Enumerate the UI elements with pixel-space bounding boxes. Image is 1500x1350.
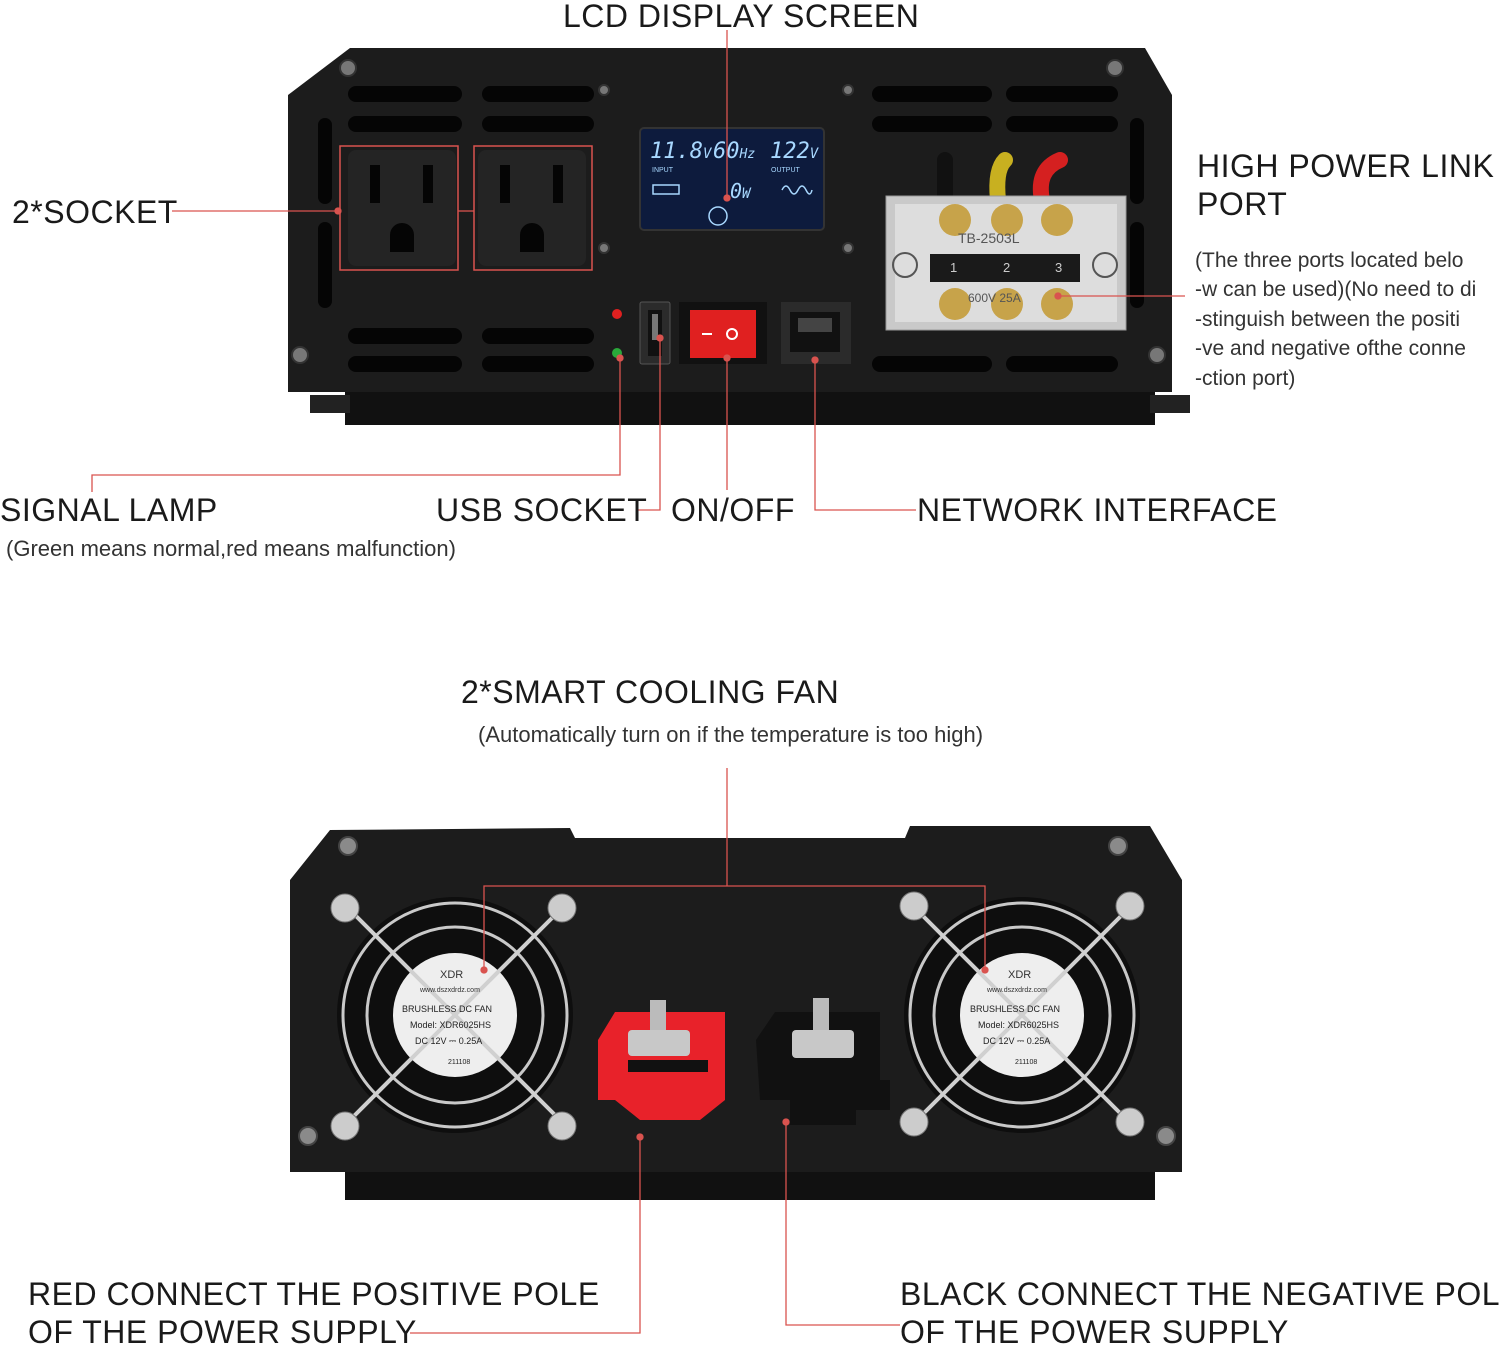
lcd-input-voltage: 11.8 — [650, 139, 703, 164]
front-leader-lines — [91, 30, 1185, 511]
screw — [598, 242, 610, 254]
screw — [298, 1126, 318, 1146]
label-signal-lamp-note: (Green means normal,red means malfunctio… — [6, 536, 456, 561]
label-usb-socket: USB SOCKET — [436, 492, 648, 528]
svg-text:0W: 0W — [730, 179, 752, 203]
fan-right-type: BRUSHLESS DC FAN — [970, 1004, 1060, 1014]
fan-right-site: www.dszxdrdz.com — [986, 987, 1047, 994]
screw — [291, 346, 309, 364]
svg-text:11.8V: 11.8V — [650, 139, 713, 164]
cooling-fan-left: XDR www.dszxdrdz.com BRUSHLESS DC FAN Mo… — [330, 893, 577, 1141]
terminal-rating: 600V 25A — [968, 291, 1021, 305]
screw — [339, 59, 357, 77]
fan-left-rating: DC 12V ⎓ 0.25A — [415, 1036, 482, 1046]
label-socket: 2*SOCKET — [12, 194, 178, 230]
ac-socket-right[interactable] — [478, 150, 586, 266]
terminal-number-1: 1 — [950, 260, 957, 275]
label-red-positive-line1: RED CONNECT THE POSITIVE POLE — [28, 1276, 600, 1312]
signal-lamp-red — [612, 309, 622, 319]
fan-right-model: Model: XDR6025HS — [978, 1020, 1059, 1030]
screw — [1148, 346, 1166, 364]
terminal-number-2: 2 — [1003, 260, 1010, 275]
label-cooling-fan-note: (Automatically turn on if the temperatur… — [478, 722, 984, 747]
label-black-negative-line1: BLACK CONNECT THE NEGATIVE POLE — [900, 1276, 1500, 1312]
cooling-fan-right: XDR www.dszxdrdz.com BRUSHLESS DC FAN Mo… — [899, 891, 1145, 1137]
lcd-smiley-icon — [708, 206, 728, 226]
positive-terminal[interactable] — [598, 1000, 725, 1120]
lcd-power: 0 — [730, 179, 742, 203]
terminal-model: TB-2503L — [958, 230, 1020, 246]
lcd-output-label: OUTPUT — [771, 167, 801, 174]
lcd-wave-icon — [781, 185, 813, 195]
inverter-front-panel: 11.8V 60Hz 122V INPUT OUTPUT 0W — [91, 30, 1190, 511]
svg-text:60Hz: 60Hz — [713, 139, 755, 164]
fan-left-date: 211108 — [448, 1059, 470, 1066]
terminal-number-3: 3 — [1055, 260, 1062, 275]
network-port[interactable] — [781, 302, 851, 364]
screw — [842, 84, 854, 96]
screw — [338, 836, 358, 856]
inverter-rear-panel: XDR www.dszxdrdz.com BRUSHLESS DC FAN Mo… — [290, 768, 1182, 1334]
label-cooling-fan: 2*SMART COOLING FAN — [461, 674, 840, 710]
fan-left-type: BRUSHLESS DC FAN — [402, 1004, 492, 1014]
lcd-input-label: INPUT — [652, 167, 674, 174]
power-switch[interactable] — [679, 302, 767, 364]
lcd-battery-icon — [652, 184, 680, 195]
front-vents — [318, 86, 1144, 372]
high-power-terminal-block[interactable]: TB-2503L 1 2 3 600V 25A — [885, 152, 1127, 331]
svg-text:122V: 122V — [770, 139, 820, 164]
fan-right-brand: XDR — [1008, 969, 1031, 981]
label-on-off: ON/OFF — [671, 492, 795, 528]
fan-left-brand: XDR — [440, 969, 463, 981]
fan-left-model: Model: XDR6025HS — [410, 1020, 491, 1030]
lcd-frequency: 60 — [713, 139, 740, 164]
label-lcd-display: LCD DISPLAY SCREEN — [563, 0, 920, 34]
lcd-output-voltage: 122 — [770, 139, 810, 164]
screw — [598, 84, 610, 96]
label-black-negative-line2: OF THE POWER SUPPLY — [900, 1314, 1289, 1350]
label-high-power-line1: HIGH POWER LINK — [1197, 148, 1495, 184]
label-network-interface: NETWORK INTERFACE — [917, 492, 1278, 528]
negative-terminal[interactable] — [756, 998, 890, 1125]
label-signal-lamp: SIGNAL LAMP — [0, 492, 218, 528]
lcd-display: 11.8V 60Hz 122V INPUT OUTPUT 0W — [639, 127, 825, 231]
rear-leader-lines — [410, 768, 989, 1334]
screw — [1156, 1126, 1176, 1146]
fan-left-site: www.dszxdrdz.com — [419, 987, 480, 994]
ac-socket-left[interactable] — [348, 150, 456, 266]
fan-right-rating: DC 12V ⎓ 0.25A — [983, 1036, 1050, 1046]
label-red-positive-line2: OF THE POWER SUPPLY — [28, 1314, 417, 1350]
screw — [842, 242, 854, 254]
fan-right-date: 211108 — [1015, 1059, 1037, 1066]
label-high-power-line2: PORT — [1197, 186, 1288, 222]
usb-port[interactable] — [639, 301, 671, 365]
screw — [1106, 59, 1124, 77]
screw — [1108, 836, 1128, 856]
label-high-power-note: (The three ports located belo -w can be … — [1195, 249, 1477, 390]
